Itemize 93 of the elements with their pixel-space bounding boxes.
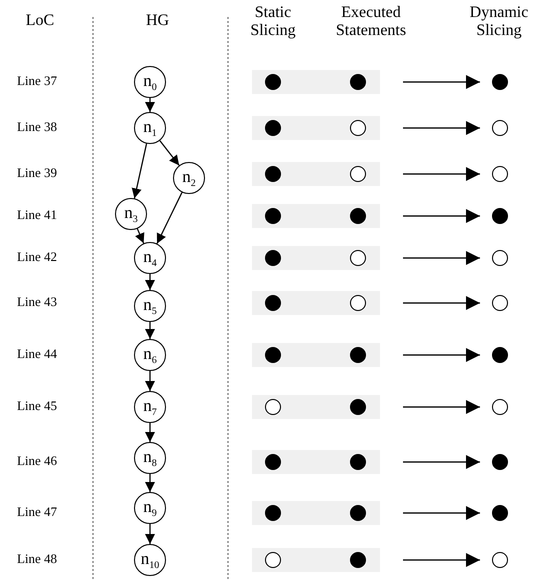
line-label: Line 37 bbox=[16, 74, 58, 89]
empty-circle bbox=[492, 166, 508, 182]
filled-dot bbox=[492, 74, 508, 90]
arrow bbox=[403, 400, 480, 414]
graph-node: n$_{10}$ bbox=[134, 544, 166, 576]
arrow bbox=[135, 228, 144, 244]
empty-circle bbox=[492, 250, 508, 266]
filled-dot bbox=[350, 74, 366, 90]
filled-dot bbox=[265, 166, 281, 182]
filled-dot bbox=[265, 347, 281, 363]
arrow bbox=[145, 98, 155, 112]
row-band bbox=[252, 116, 380, 140]
empty-circle bbox=[350, 250, 366, 266]
row-band bbox=[252, 501, 380, 525]
arrow bbox=[403, 251, 480, 265]
arrow bbox=[132, 144, 148, 198]
row-band bbox=[252, 204, 380, 228]
arrow bbox=[145, 524, 155, 544]
line-label: Line 44 bbox=[16, 347, 58, 362]
filled-dot bbox=[350, 399, 366, 415]
arrow bbox=[403, 348, 480, 362]
graph-node: n$_{8}$ bbox=[134, 442, 166, 474]
filled-dot bbox=[492, 454, 508, 470]
row-band bbox=[252, 70, 380, 94]
column-header: HG bbox=[144, 12, 170, 30]
arrow bbox=[403, 121, 480, 135]
graph-node: n$_{6}$ bbox=[134, 339, 166, 371]
arrow bbox=[403, 75, 480, 89]
arrow bbox=[403, 167, 480, 181]
row-band bbox=[252, 343, 380, 367]
column-header: Static Slicing bbox=[249, 4, 297, 41]
line-label: Line 38 bbox=[16, 120, 58, 135]
filled-dot bbox=[265, 295, 281, 311]
line-label: Line 41 bbox=[16, 208, 58, 223]
filled-dot bbox=[350, 552, 366, 568]
graph-node: n$_{9}$ bbox=[134, 492, 166, 524]
line-label: Line 46 bbox=[16, 454, 58, 469]
graph-node: n$_{5}$ bbox=[134, 290, 166, 322]
filled-dot bbox=[350, 454, 366, 470]
row-band bbox=[252, 395, 380, 419]
arrow bbox=[145, 423, 155, 442]
line-label: Line 45 bbox=[16, 399, 58, 414]
filled-dot bbox=[265, 454, 281, 470]
arrow bbox=[145, 474, 155, 492]
arrow bbox=[145, 274, 155, 290]
graph-node: n$_{3}$ bbox=[115, 198, 147, 230]
empty-circle bbox=[492, 399, 508, 415]
filled-dot bbox=[350, 505, 366, 521]
graph-node: n$_{0}$ bbox=[134, 66, 166, 98]
line-label: Line 39 bbox=[16, 166, 58, 181]
filled-dot bbox=[350, 347, 366, 363]
empty-circle bbox=[265, 399, 281, 415]
line-label: Line 42 bbox=[16, 250, 58, 265]
filled-dot bbox=[492, 505, 508, 521]
arrow bbox=[403, 553, 480, 567]
line-label: Line 47 bbox=[16, 505, 58, 520]
empty-circle bbox=[350, 166, 366, 182]
column-header: Dynamic Slicing bbox=[468, 4, 530, 41]
graph-node: n$_{2}$ bbox=[173, 162, 205, 194]
filled-dot bbox=[265, 74, 281, 90]
empty-circle bbox=[350, 295, 366, 311]
line-label: Line 43 bbox=[16, 295, 58, 310]
row-band bbox=[252, 548, 380, 572]
empty-circle bbox=[492, 295, 508, 311]
filled-dot bbox=[492, 208, 508, 224]
arrow bbox=[145, 371, 155, 391]
empty-circle bbox=[492, 120, 508, 136]
filled-dot bbox=[350, 208, 366, 224]
graph-node: n$_{4}$ bbox=[134, 242, 166, 274]
line-label: Line 48 bbox=[16, 552, 58, 567]
column-header: Executed Statements bbox=[334, 4, 408, 41]
empty-circle bbox=[265, 552, 281, 568]
empty-circle bbox=[350, 120, 366, 136]
filled-dot bbox=[265, 250, 281, 266]
graph-node: n$_{1}$ bbox=[134, 112, 166, 144]
empty-circle bbox=[492, 552, 508, 568]
arrow bbox=[403, 506, 480, 520]
filled-dot bbox=[265, 505, 281, 521]
column-header: LoC bbox=[24, 12, 56, 30]
row-band bbox=[252, 450, 380, 474]
filled-dot bbox=[492, 347, 508, 363]
row-band bbox=[252, 246, 380, 270]
filled-dot bbox=[265, 120, 281, 136]
arrow bbox=[159, 140, 180, 166]
arrow bbox=[403, 455, 480, 469]
row-band bbox=[252, 162, 380, 186]
arrow bbox=[156, 192, 183, 244]
filled-dot bbox=[265, 208, 281, 224]
graph-node: n$_{7}$ bbox=[134, 391, 166, 423]
arrow bbox=[403, 296, 480, 310]
arrow bbox=[145, 322, 155, 339]
arrow bbox=[403, 209, 480, 223]
row-band bbox=[252, 291, 380, 315]
